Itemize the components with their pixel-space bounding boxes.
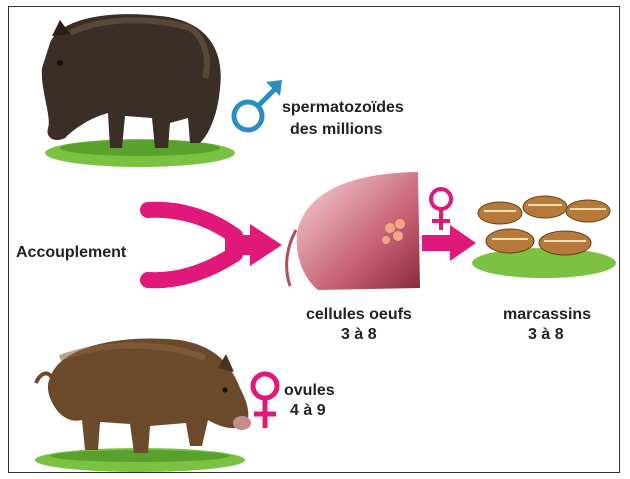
piglets-label-line1: marcassins <box>503 305 591 324</box>
eggs-label-line1: cellules oeufs <box>306 305 412 324</box>
mating-label: Accouplement <box>16 243 126 262</box>
egg-cells-illustration <box>278 168 428 293</box>
ovules-label-line1: ovules <box>284 381 335 400</box>
ovules-label-line2: 4 à 9 <box>290 401 326 420</box>
piglets-illustration <box>470 185 618 280</box>
male-boar-illustration <box>30 8 240 173</box>
male-symbol-icon <box>226 76 288 138</box>
eggs-label-line2: 3 à 8 <box>341 325 377 344</box>
piglets-label-line2: 3 à 8 <box>528 325 564 344</box>
female-boar-illustration <box>30 328 255 476</box>
female-symbol-icon <box>248 370 282 432</box>
male-label-line2: des millions <box>290 120 382 139</box>
mating-arrows <box>140 198 290 293</box>
male-label-line1: spermatozoïdes <box>282 98 404 117</box>
